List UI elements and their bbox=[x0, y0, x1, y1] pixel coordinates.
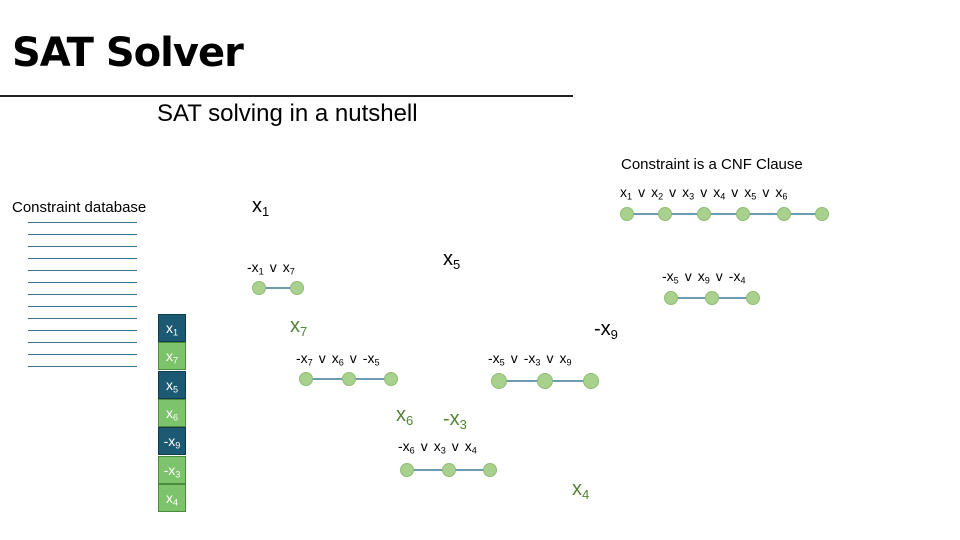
literal-node bbox=[745, 290, 760, 305]
clause-literal: x2 bbox=[651, 184, 664, 202]
clause-literal: -x3 bbox=[523, 350, 541, 368]
literal-node bbox=[776, 206, 791, 221]
literal-node bbox=[251, 280, 266, 295]
or-operator: v bbox=[451, 438, 459, 454]
database-line bbox=[28, 306, 137, 307]
assigned-literal: x6 bbox=[396, 404, 414, 428]
or-operator: v bbox=[638, 184, 646, 200]
clause-label: -x1 v x7 bbox=[247, 259, 295, 277]
database-line bbox=[28, 294, 137, 295]
assigned-literal: x7 bbox=[290, 315, 308, 339]
literal-node bbox=[341, 371, 356, 386]
literal-node bbox=[482, 462, 497, 477]
database-line bbox=[28, 222, 137, 223]
or-operator: v bbox=[715, 268, 723, 284]
literal-node bbox=[441, 462, 456, 477]
clause-label: -x6 v x3 v x4 bbox=[398, 438, 477, 456]
clause-literal: -x6 bbox=[398, 438, 415, 456]
slide-subtitle: SAT solving in a nutshell bbox=[157, 100, 418, 127]
or-operator: v bbox=[684, 268, 692, 284]
literal-node bbox=[735, 206, 750, 221]
or-operator: v bbox=[762, 184, 770, 200]
clause-literal: -x4 bbox=[728, 268, 746, 286]
slide-title: SAT Solver bbox=[12, 30, 244, 76]
trail-entry: x5 bbox=[158, 370, 186, 399]
clause-literal: x5 bbox=[744, 184, 757, 202]
literal-node bbox=[289, 280, 304, 295]
literal-node bbox=[490, 372, 507, 389]
or-operator: v bbox=[546, 350, 554, 366]
clause-literal: -x5 bbox=[662, 268, 679, 286]
or-operator: v bbox=[731, 184, 739, 200]
database-line bbox=[28, 318, 137, 319]
or-operator: v bbox=[510, 350, 518, 366]
literal-node bbox=[663, 290, 678, 305]
literal-node bbox=[536, 372, 553, 389]
trail-entry: x1 bbox=[158, 314, 186, 342]
literal-node bbox=[399, 462, 414, 477]
or-operator: v bbox=[349, 350, 357, 366]
trail-entry: x4 bbox=[158, 483, 186, 512]
clause-literal: x6 bbox=[331, 350, 344, 368]
clause-literal: x7 bbox=[282, 259, 295, 277]
or-operator: v bbox=[669, 184, 677, 200]
or-operator: v bbox=[700, 184, 708, 200]
clause-label: -x5 v x9 v -x4 bbox=[662, 268, 746, 286]
or-operator: v bbox=[420, 438, 428, 454]
clause-literal: x4 bbox=[713, 184, 726, 202]
trail-entry: x6 bbox=[158, 398, 186, 427]
assigned-literal: -x3 bbox=[443, 408, 467, 432]
or-operator: v bbox=[318, 350, 326, 366]
literal-node bbox=[814, 206, 829, 221]
database-line bbox=[28, 330, 137, 331]
database-line bbox=[28, 366, 137, 367]
literal-node bbox=[619, 206, 634, 221]
literal-node bbox=[657, 206, 672, 221]
clause-literal: x1 bbox=[620, 184, 633, 202]
clause-literal: x6 bbox=[775, 184, 788, 202]
clause-literal: -x7 bbox=[296, 350, 313, 368]
cnf-clause-caption: Constraint is a CNF Clause bbox=[621, 156, 803, 173]
database-line bbox=[28, 234, 137, 235]
assigned-literal: x1 bbox=[252, 195, 270, 219]
assigned-literal: x4 bbox=[572, 478, 590, 502]
literal-node bbox=[298, 371, 313, 386]
clause-label: -x5 v -x3 v x9 bbox=[488, 350, 572, 368]
database-line bbox=[28, 354, 137, 355]
database-line bbox=[28, 258, 137, 259]
literal-node bbox=[696, 206, 711, 221]
database-line bbox=[28, 282, 137, 283]
database-line bbox=[28, 270, 137, 271]
trail-entry: -x9 bbox=[158, 427, 186, 456]
literal-node bbox=[704, 290, 719, 305]
trail-entry: x7 bbox=[158, 342, 186, 371]
literal-node bbox=[582, 372, 599, 389]
clause-edge bbox=[259, 287, 297, 289]
clause-literal: -x5 bbox=[488, 350, 505, 368]
clause-edge bbox=[627, 213, 822, 215]
clause-literal: -x1 bbox=[247, 259, 264, 277]
trail-entry: -x3 bbox=[158, 455, 186, 484]
assigned-literal: x5 bbox=[443, 248, 461, 272]
clause-literal: -x5 bbox=[362, 350, 380, 368]
clause-literal: x9 bbox=[559, 350, 572, 368]
assigned-literal: -x9 bbox=[594, 318, 618, 342]
database-line bbox=[28, 342, 137, 343]
title-divider bbox=[0, 95, 573, 97]
literal-node bbox=[383, 371, 398, 386]
clause-label: x1 v x2 v x3 v x4 v x5 v x6 bbox=[620, 184, 788, 202]
clause-label: -x7 v x6 v -x5 bbox=[296, 350, 380, 368]
or-operator: v bbox=[269, 259, 277, 275]
clause-literal: x4 bbox=[464, 438, 477, 456]
clause-literal: x3 bbox=[682, 184, 695, 202]
constraint-database-label: Constraint database bbox=[12, 199, 147, 216]
clause-literal: x3 bbox=[433, 438, 446, 456]
clause-literal: x9 bbox=[697, 268, 710, 286]
database-line bbox=[28, 246, 137, 247]
